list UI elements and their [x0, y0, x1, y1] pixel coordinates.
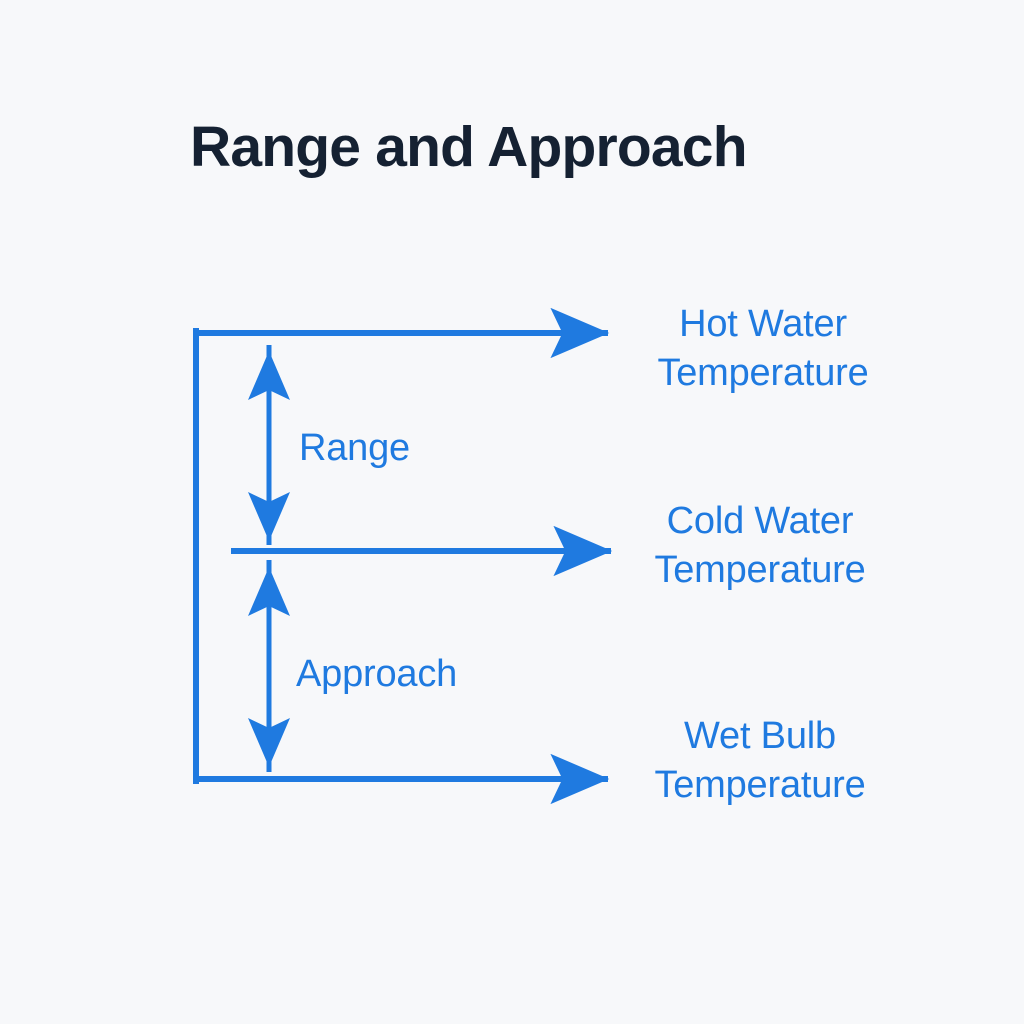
label-wet-bulb-line2: Temperature	[654, 764, 866, 806]
page-title: Range and Approach	[190, 115, 748, 179]
label-range: Range	[299, 427, 410, 469]
label-cold-water-line1: Cold Water	[666, 500, 854, 542]
label-hot-water-line2: Temperature	[657, 352, 869, 394]
label-hot-water-temperature: Hot Water Temperature	[657, 300, 868, 398]
label-cold-water-line2: Temperature	[654, 549, 866, 591]
label-cold-water-temperature: Cold Water Temperature	[654, 497, 865, 595]
label-wet-bulb-line1: Wet Bulb	[684, 715, 836, 757]
label-wet-bulb-temperature: Wet Bulb Temperature	[654, 712, 865, 810]
label-hot-water-line1: Hot Water	[679, 303, 847, 345]
label-approach: Approach	[296, 653, 458, 695]
